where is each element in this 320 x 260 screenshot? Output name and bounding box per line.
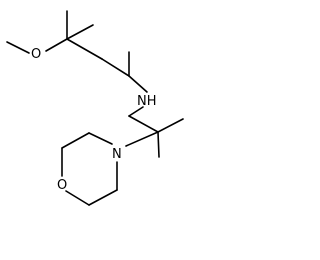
bond-methoxy-oxygen-quaternary-carbon — [45, 38, 68, 52]
bond-lines — [6, 10, 184, 206]
bond-morpholine-n-c-upper-left — [88, 132, 113, 145]
bond-quaternary-carbon-2-methyl-down — [157, 131, 160, 158]
bond-ch2-quaternary-carbon-2 — [128, 115, 159, 133]
bond-quaternary-carbon-2-morpholine-nitrogen — [125, 131, 159, 147]
bond-methyl-methoxy-oxygen — [6, 41, 30, 54]
methoxy-oxygen-label: O — [31, 47, 41, 62]
skeletal-formula: O NH N O — [6, 10, 184, 206]
bond-morpholine-c-upper-left-c-left — [61, 132, 90, 149]
bond-morpholine-o-c-lower-left — [65, 190, 90, 206]
bond-quaternary-carbon-methyl-right — [66, 24, 94, 40]
bond-ch-amine-nitrogen — [128, 75, 148, 93]
bond-quaternary-carbon-2-methyl-right — [157, 118, 184, 133]
bond-amine-nitrogen-ch2 — [128, 106, 144, 117]
morpholine-oxygen-label: O — [57, 178, 67, 193]
morpholine-nitrogen-label: N — [112, 147, 122, 162]
bond-ch2-ch — [101, 58, 130, 77]
bond-morpholine-c-lower-left-c-lower-right — [88, 189, 118, 206]
bond-quaternary-carbon-ch2 — [66, 38, 103, 60]
amine-nitrogen-label: NH — [137, 94, 157, 109]
